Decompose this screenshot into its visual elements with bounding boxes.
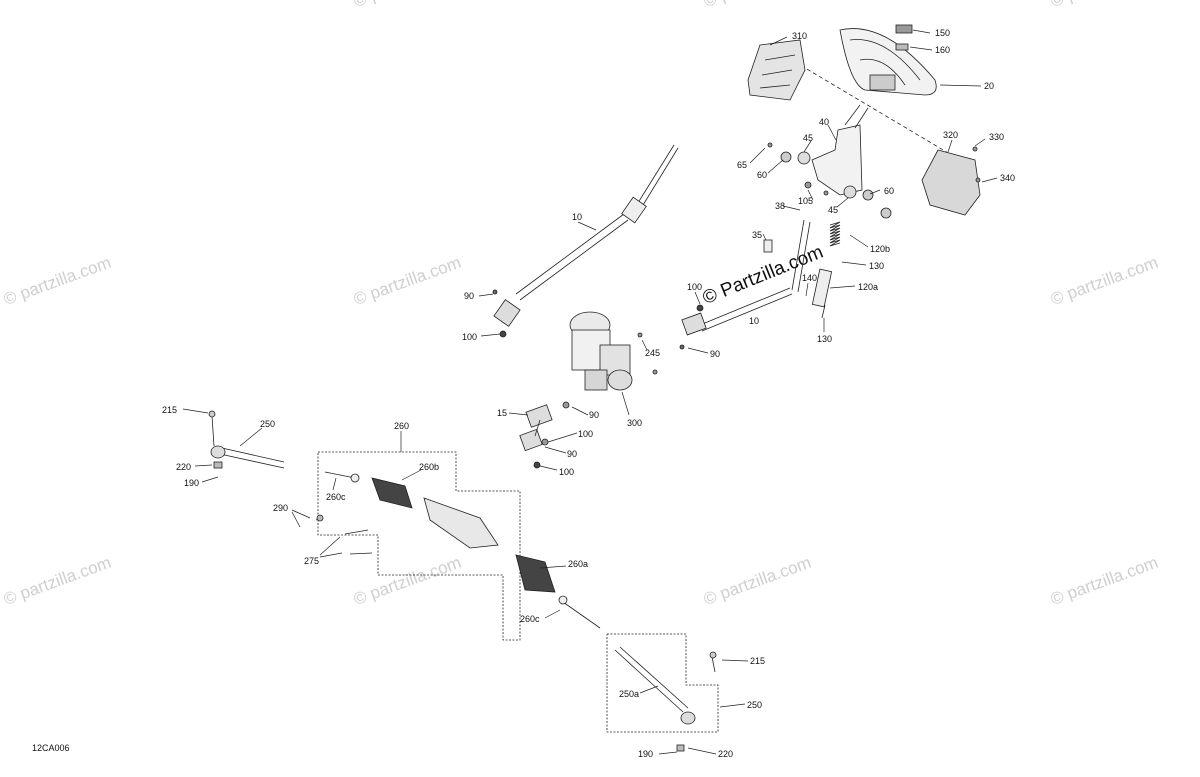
callout-290: 290 bbox=[273, 503, 289, 513]
callout-320: 320 bbox=[943, 130, 959, 140]
callout-90: 90 bbox=[589, 410, 600, 420]
callout-275: 275 bbox=[304, 556, 320, 566]
spring bbox=[829, 221, 841, 247]
callout-300: 300 bbox=[627, 418, 643, 428]
callout-190: 190 bbox=[638, 749, 654, 759]
callout-105: 105 bbox=[798, 196, 814, 206]
callout-220: 220 bbox=[176, 462, 192, 472]
callout-130: 130 bbox=[817, 334, 833, 344]
callout-60: 60 bbox=[884, 186, 895, 196]
callout-90: 90 bbox=[567, 449, 578, 459]
callout-60: 60 bbox=[757, 170, 768, 180]
callout-100: 100 bbox=[578, 429, 594, 439]
callout-330: 330 bbox=[989, 132, 1005, 142]
callout-45: 45 bbox=[828, 205, 839, 215]
callout-100: 100 bbox=[462, 332, 478, 342]
callout-40: 40 bbox=[819, 117, 830, 127]
callout-65: 65 bbox=[737, 160, 748, 170]
tie-rod-left bbox=[221, 447, 285, 463]
steering-wheel bbox=[839, 28, 937, 96]
callout-20: 20 bbox=[984, 81, 995, 91]
callout-90: 90 bbox=[464, 291, 475, 301]
callout-45: 45 bbox=[803, 133, 814, 143]
callout-38: 38 bbox=[775, 201, 786, 211]
callout-100: 100 bbox=[559, 467, 575, 477]
steering-shaft-lower bbox=[681, 219, 811, 336]
callout-260: 260 bbox=[394, 421, 410, 431]
callout-15: 15 bbox=[497, 408, 508, 418]
steering-rack bbox=[324, 471, 601, 629]
callout-220: 220 bbox=[718, 749, 734, 759]
callout-340: 340 bbox=[1000, 173, 1016, 183]
callout-120a: 120a bbox=[858, 282, 879, 292]
callout-245: 245 bbox=[645, 348, 661, 358]
callout-10: 10 bbox=[572, 212, 583, 222]
callout-160: 160 bbox=[935, 45, 951, 55]
callout-215: 215 bbox=[162, 405, 178, 415]
callout-120b: 120b bbox=[870, 244, 891, 254]
callout-250: 250 bbox=[747, 700, 763, 710]
power-steering-unit bbox=[569, 311, 633, 391]
diagram-code: 12CA006 bbox=[32, 743, 70, 753]
dash-housing bbox=[921, 149, 981, 216]
callout-260c: 260c bbox=[326, 492, 346, 502]
callout-10: 10 bbox=[749, 316, 760, 326]
callout-35: 35 bbox=[752, 230, 763, 240]
callout-260b: 260b bbox=[419, 462, 440, 472]
callout-90: 90 bbox=[710, 349, 721, 359]
tie-rod-right bbox=[614, 649, 684, 713]
callout-260a: 260a bbox=[568, 559, 589, 569]
rack-group-box bbox=[317, 451, 521, 641]
cover bbox=[747, 39, 806, 101]
callout-250: 250 bbox=[260, 419, 276, 429]
tie-rod-group-box bbox=[606, 633, 719, 733]
callout-260c: 260c bbox=[520, 614, 540, 624]
callout-100: 100 bbox=[687, 282, 703, 292]
column-bracket bbox=[811, 124, 863, 196]
callout-130: 130 bbox=[869, 261, 885, 271]
callout-250a: 250a bbox=[619, 689, 640, 699]
steering-shaft-upper bbox=[493, 144, 679, 327]
callout-190: 190 bbox=[184, 478, 200, 488]
callout-215: 215 bbox=[750, 656, 766, 666]
callout-150: 150 bbox=[935, 28, 951, 38]
callout-140: 140 bbox=[802, 273, 818, 283]
callout-310: 310 bbox=[792, 31, 808, 41]
